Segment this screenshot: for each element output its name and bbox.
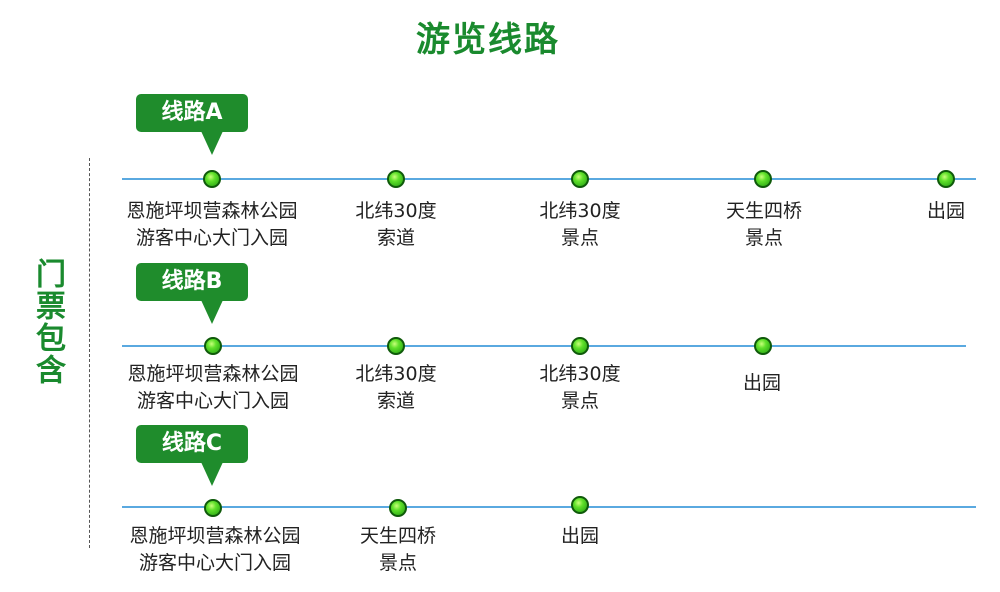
stop-node — [571, 337, 589, 355]
route-c: 线路C 恩施坪坝营森林公园 游客中心大门入园 天生四桥 景点 出园 — [0, 0, 1000, 574]
stop-label: 北纬30度 景点 — [539, 363, 621, 412]
stop-label: 天生四桥 景点 — [359, 525, 436, 574]
stop-label: 出园 — [742, 372, 781, 394]
stop-label: 恩施坪坝营森林公园 游客中心大门入园 — [127, 363, 299, 412]
route-b: 线路B 恩施坪坝营森林公园 游客中心大门入园 北纬30度 索道 北纬30度 景点… — [0, 0, 1000, 412]
route-a: 线路A 恩施坪坝营森林公园 游客中心大门入园 北纬30度 索道 北纬30度 景点… — [0, 0, 1000, 249]
stop-node — [203, 170, 221, 188]
route-tag: 线路B — [136, 263, 248, 301]
stop-node — [937, 170, 955, 188]
stop-node — [754, 337, 772, 355]
stop-node — [571, 170, 589, 188]
stop-node — [204, 499, 222, 517]
stop-label: 北纬30度 景点 — [539, 200, 621, 249]
stop-node — [571, 496, 589, 514]
stop-label: 北纬30度 索道 — [355, 200, 437, 249]
route-tag: 线路A — [136, 94, 248, 132]
route-line — [122, 178, 976, 180]
stop-label: 出园 — [560, 525, 599, 547]
stop-node — [387, 170, 405, 188]
tag-pointer-icon — [201, 462, 223, 486]
stop-node — [204, 337, 222, 355]
route-line — [122, 345, 966, 347]
page-title: 游览线路 — [416, 20, 560, 60]
stop-node — [387, 337, 405, 355]
stop-label: 天生四桥 景点 — [725, 200, 802, 249]
stop-label: 恩施坪坝营森林公园 游客中心大门入园 — [129, 525, 301, 574]
stop-label: 恩施坪坝营森林公园 游客中心大门入园 — [126, 200, 298, 249]
tag-pointer-icon — [201, 300, 223, 324]
route-line — [122, 506, 976, 508]
left-divider — [89, 158, 90, 548]
stop-label: 出园 — [926, 200, 965, 222]
side-label: 门票包含 — [30, 258, 65, 386]
stop-node — [389, 499, 407, 517]
stop-node — [754, 170, 772, 188]
route-tag: 线路C — [136, 425, 248, 463]
tag-pointer-icon — [201, 131, 223, 155]
stop-label: 北纬30度 索道 — [355, 363, 437, 412]
